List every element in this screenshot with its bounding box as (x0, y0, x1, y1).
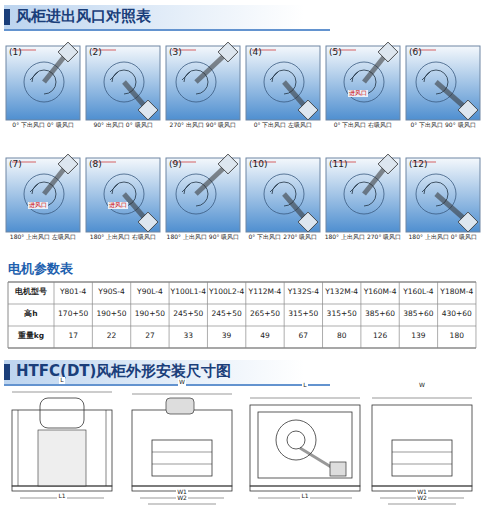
table-cell: Y801-4 (60, 288, 86, 296)
callout-number: (9) (169, 160, 182, 170)
dimension-label: W2 (176, 495, 188, 502)
outlet-caption: 0° 下出风口 右吸风口 (334, 122, 393, 129)
inlet-label: 进风口 (108, 202, 128, 209)
table-cell: 139 (411, 332, 425, 340)
table-cell: 33 (183, 332, 193, 340)
callout-number: (3) (169, 48, 182, 58)
inlet-label: 进风口 (28, 202, 48, 209)
outlet-caption: 270° 出风口 90° 吸风口 (170, 122, 237, 129)
table-cell: 385+60 (403, 310, 433, 318)
callout-number: (2) (89, 48, 102, 58)
outlet-caption: 180° 上出风口 270° 吸风口 (325, 234, 402, 241)
callout-number: (8) (89, 160, 102, 170)
callout-number: (10) (249, 160, 267, 170)
table-cell: 265+50 (250, 310, 280, 318)
table-cell: Y100L1-4 (171, 288, 206, 296)
table-cell: Y180M-4 (440, 288, 473, 296)
callout-number: (1) (9, 48, 22, 58)
row-header: 高h (24, 310, 37, 318)
dimension-label: L (302, 382, 307, 389)
callout-number: (12) (409, 160, 427, 170)
table-cell: Y90L-4 (137, 288, 163, 296)
callout-number: (5) (329, 48, 342, 58)
table-cell: 27 (145, 332, 155, 340)
table-cell: Y132M-4 (325, 288, 358, 296)
section-title: 风柜进出风口对照表 (16, 8, 151, 25)
outlet-caption: 180° 上出风口 0° 吸风口 (409, 234, 478, 241)
section-title: 电机参数表 (8, 262, 73, 276)
table-cell: 180 (450, 332, 464, 340)
row-header: 重量kg (18, 332, 44, 340)
outlet-caption: 180° 上出风口 左吸风口 (10, 234, 76, 241)
table-cell: 190+50 (135, 310, 165, 318)
outlet-caption: 0° 下出风口 左吸风口 (254, 122, 313, 129)
dimension-label: W2 (416, 495, 428, 502)
table-cell: 22 (107, 332, 117, 340)
table-cell: 49 (260, 332, 270, 340)
table-cell: 126 (373, 332, 387, 340)
table-cell: Y90S-4 (98, 288, 124, 296)
outlet-caption: 180° 上出风口 90° 吸风口 (167, 234, 240, 241)
table-cell: 315+50 (327, 310, 357, 318)
table-cell: 430+60 (442, 310, 472, 318)
table-cell: 315+50 (288, 310, 318, 318)
row-header: 电机型号 (15, 288, 47, 296)
section-title: HTFC(DT)风柜外形安装尺寸图 (16, 363, 231, 380)
dimension-label: L (59, 377, 64, 384)
table-cell: 80 (337, 332, 347, 340)
inlet-label: 进风口 (348, 90, 368, 97)
callout-number: (4) (249, 48, 262, 58)
dimension-label: L1 (300, 493, 309, 500)
dimension-label: W (418, 382, 426, 389)
outlet-caption: 0° 下出风口 270° 吸风口 (249, 234, 318, 241)
table-cell: 245+50 (173, 310, 203, 318)
table-cell: 385+60 (365, 310, 395, 318)
table-cell: Y132S-4 (288, 288, 319, 296)
table-cell: 190+50 (96, 310, 126, 318)
table-cell: Y100L2-4 (209, 288, 244, 296)
dimension-label: L1 (57, 493, 66, 500)
outlet-caption: 0° 下出风口 90° 吸风口 (410, 122, 475, 129)
outlet-caption: 0° 下出风口 0° 吸风口 (12, 122, 73, 129)
table-cell: Y160M-4 (364, 288, 397, 296)
table-cell: 245+50 (212, 310, 242, 318)
outlet-caption: 90° 出风口 0° 吸风口 (93, 122, 152, 129)
callout-number: (6) (409, 48, 422, 58)
table-cell: 39 (222, 332, 232, 340)
table-cell: 17 (68, 332, 78, 340)
table-cell: 67 (299, 332, 309, 340)
table-cell: 170+50 (58, 310, 88, 318)
table-cell: Y112M-4 (249, 288, 282, 296)
callout-number: (7) (9, 160, 22, 170)
table-cell: Y160L-4 (403, 288, 433, 296)
outlet-caption: 180° 上出风口 右吸风口 (90, 234, 156, 241)
dimension-label: W (178, 379, 186, 386)
callout-number: (11) (329, 160, 347, 170)
